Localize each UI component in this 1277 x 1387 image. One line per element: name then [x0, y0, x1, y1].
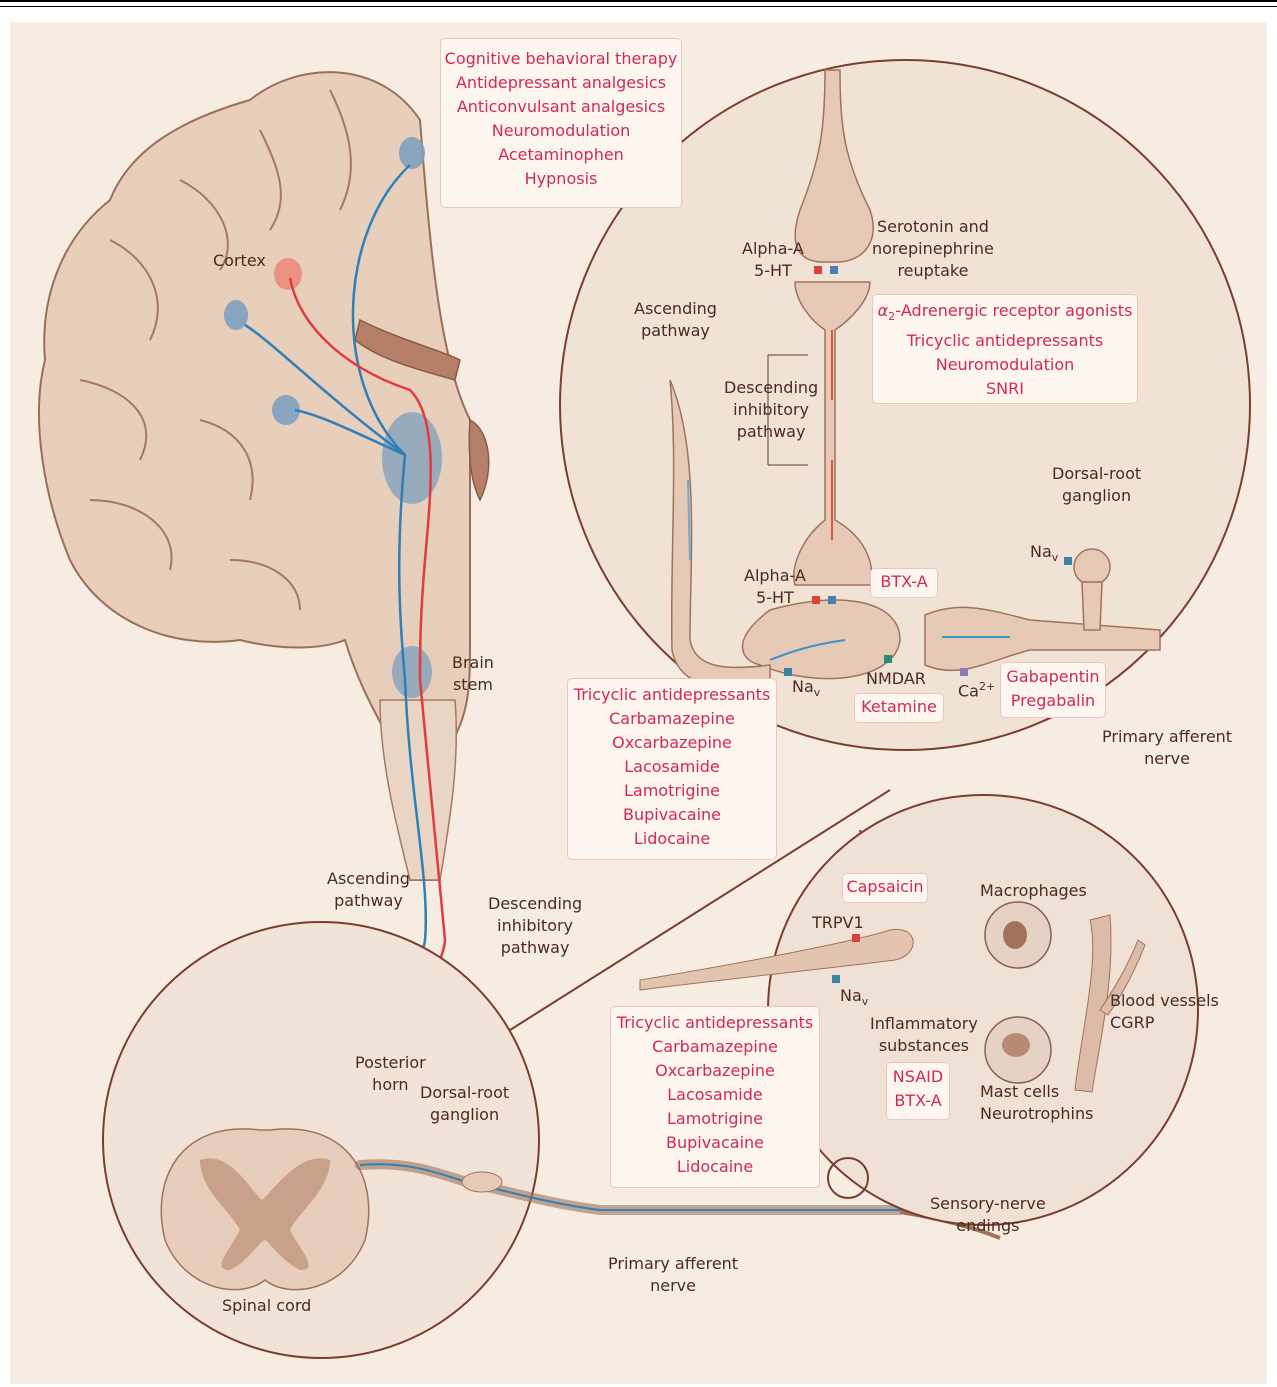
label-nmdar: NMDAR [866, 668, 926, 690]
drug-cbt: Cognitive behavioral therapy [441, 47, 681, 71]
drug-alpha2-agonists: α2-Adrenergic receptor agonists [873, 299, 1137, 329]
drug-anticonvulsant-analgesics: Anticonvulsant analgesics [441, 95, 681, 119]
drug-acetaminophen: Acetaminophen [441, 143, 681, 167]
brain-section [39, 72, 489, 880]
drug-tca: Tricyclic antidepressants [873, 329, 1137, 353]
drug-box-ketamine: Ketamine [854, 693, 944, 723]
label-nav-zoom-right: Nav [1030, 541, 1058, 569]
drug-box-btx: BTX-A [870, 568, 938, 598]
drug-hypnosis: Hypnosis [441, 167, 681, 191]
drug-box-sodium-lower: Tricyclic antidepressants Carbamazepine … [610, 1006, 820, 1188]
label-cortex: Cortex [213, 250, 266, 272]
drug-neuromodulation: Neuromodulation [441, 119, 681, 143]
label-nav-periph: Nav [840, 985, 868, 1013]
drug-snri: SNRI [873, 377, 1137, 401]
drug-box-capsaicin: Capsaicin [842, 873, 928, 903]
drug-box-cortical: Cognitive behavioral therapy Antidepress… [440, 38, 682, 208]
drug-box-descending: α2-Adrenergic receptor agonists Tricycli… [872, 294, 1138, 404]
drug-box-nsaid: NSAID BTX-A [886, 1062, 950, 1120]
drug-neuromodulation-2: Neuromodulation [873, 353, 1137, 377]
label-macrophages: Macrophages [980, 880, 1087, 902]
drug-box-gabapentinoids: Gabapentin Pregabalin [1000, 662, 1106, 718]
drug-pregabalin: Pregabalin [1001, 689, 1105, 713]
label-spinal-cord: Spinal cord [222, 1295, 311, 1317]
drug-antidepressant-analgesics: Antidepressant analgesics [441, 71, 681, 95]
label-trpv1: TRPV1 [812, 912, 864, 934]
drug-gabapentin: Gabapentin [1001, 665, 1105, 689]
label-calcium: Ca2+ [958, 676, 995, 702]
label-nav-zoom-left: Nav [792, 676, 820, 704]
drug-box-sodium-upper: Tricyclic antidepressants Carbamazepine … [567, 678, 777, 860]
